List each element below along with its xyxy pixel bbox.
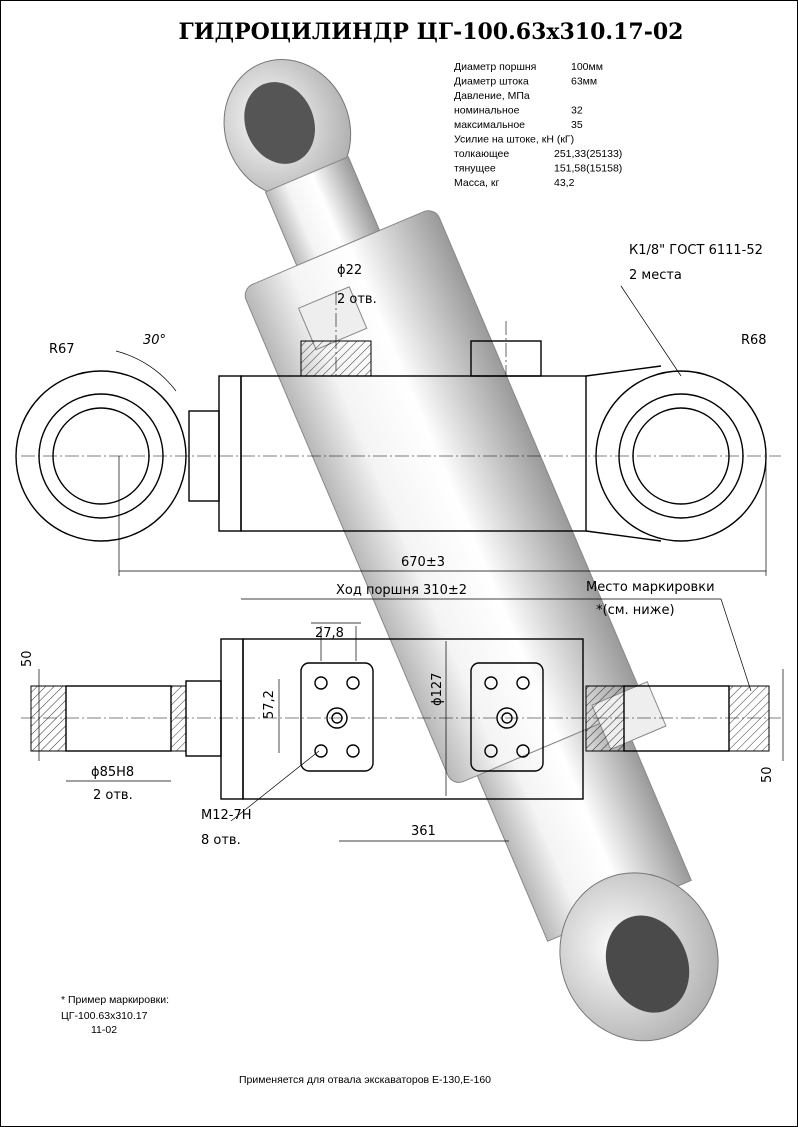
thread-count-label: 8 отв. [201, 833, 241, 848]
spec-label: тянущее [454, 163, 496, 175]
spec-value: 35 [571, 119, 583, 131]
spec-label: номинальное [454, 105, 520, 117]
eye-width-bottom-label: 50 [760, 766, 775, 783]
port-hole [331, 712, 343, 724]
stroke-label: Ход поршня 310±2 [336, 583, 467, 598]
radius-left-label: R67 [49, 342, 75, 357]
hole-dia-label: ϕ22 [337, 263, 362, 278]
spec-value: 32 [571, 105, 583, 117]
thread-label: М12-7Н [201, 808, 252, 823]
bolt-hole [484, 744, 498, 758]
bore-label: ϕ85Н8 [91, 765, 134, 780]
marking-example-line2: 11-02 [91, 1024, 117, 1036]
bolt-hole [484, 676, 498, 690]
marking-place-label: Место маркировки [586, 580, 715, 595]
bolt-hole [516, 676, 530, 690]
spec-value: 251,33(25133) [554, 148, 622, 160]
radius-right-label: R68 [741, 333, 767, 348]
port-count-label: 2 места [629, 268, 682, 283]
marking-ref-label: *(см. ниже) [596, 603, 675, 618]
spec-label: Диаметр штока [454, 76, 529, 88]
bolt-hole [346, 744, 360, 758]
spacing-label: 361 [411, 824, 436, 839]
port-hole [326, 707, 348, 729]
footer-note: Применяется для отвала экскаваторов Е-13… [239, 1074, 491, 1086]
port-hole [501, 712, 513, 724]
marking-example-line1: ЦГ-100.63х310.17 [61, 1010, 148, 1022]
marking-example-heading: * Пример маркировки: [61, 994, 169, 1006]
width-27-label: 27,8 [315, 626, 344, 641]
port-hole [496, 707, 518, 729]
plan-view [21, 622, 784, 842]
spec-value: 63мм [571, 76, 597, 88]
port-thread-label: К1/8" ГОСТ 6111-52 [629, 243, 763, 258]
hole-count-label: 2 отв. [337, 292, 377, 307]
bolt-hole [314, 676, 328, 690]
bolt-hole [516, 744, 530, 758]
spec-label: максимальное [454, 119, 525, 131]
eye-width-top-label: 50 [20, 650, 35, 667]
body-dia-label: ϕ127 [430, 673, 445, 706]
spec-label: толкающее [454, 148, 509, 160]
drawing-title: ГИДРОЦИЛИНДР ЦГ-100.63х310.17-02 [179, 19, 684, 45]
angle-label: 30° [143, 333, 166, 348]
spec-label: Диаметр поршня [454, 61, 536, 73]
bolt-hole [314, 744, 328, 758]
bolt-hole [346, 676, 360, 690]
bore-count-label: 2 отв. [93, 788, 133, 803]
spec-value: 43,2 [554, 177, 575, 189]
spec-label: Давление, МПа [454, 90, 530, 102]
port-block-top [297, 286, 368, 351]
spec-value: 151,58(15158) [554, 163, 622, 175]
spec-label: Усилие на штоке, кН (кГ) [454, 134, 574, 146]
spec-label: Масса, кг [454, 177, 499, 189]
height-57-label: 57,2 [262, 690, 277, 719]
front-view [15, 285, 781, 692]
length-label: 670±3 [401, 555, 445, 570]
spec-value: 100мм [571, 61, 603, 73]
